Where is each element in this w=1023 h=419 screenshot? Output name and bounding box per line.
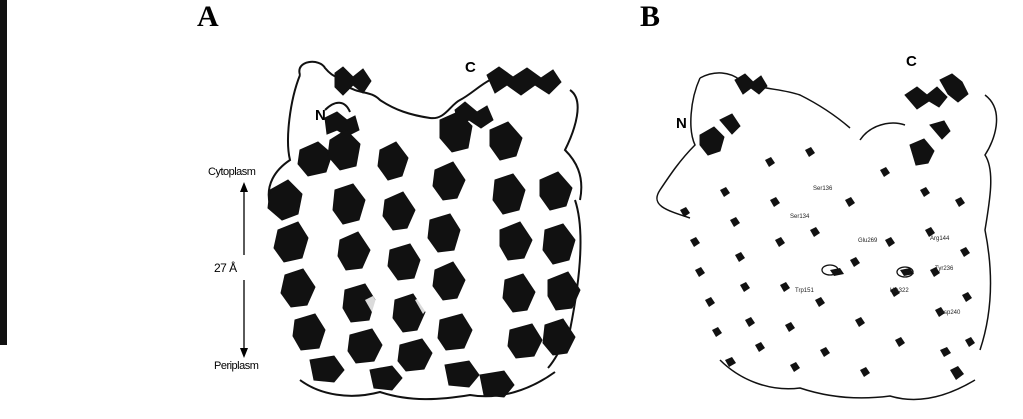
panel-a-ribbon-structure: [267, 60, 583, 401]
cytoplasm-label: Cytoplasm: [208, 166, 256, 178]
residue-label: Trp151: [795, 288, 814, 294]
panel-b-c-terminus: C: [906, 53, 917, 70]
residue-label: Asp240: [940, 310, 961, 316]
membrane-thickness-label: 27 Å: [214, 261, 237, 275]
panel-a-letter: A: [197, 0, 219, 33]
panel-a-n-terminus: N: [315, 107, 326, 124]
residue-label: His322: [890, 288, 909, 294]
panel-b-ribbon-structure: [656, 72, 998, 401]
residue-label: Tyr236: [935, 266, 954, 272]
membrane-thickness-arrow: [240, 182, 248, 358]
panel-b-n-terminus: N: [676, 115, 687, 132]
panel-b-letter: B: [640, 0, 661, 33]
residue-label: Arg144: [930, 236, 950, 242]
panel-a-c-terminus: C: [465, 59, 476, 76]
residue-label: Ser136: [813, 186, 833, 192]
periplasm-label: Periplasm: [214, 360, 259, 372]
left-edge-bar: [0, 0, 7, 345]
residue-label: Ser134: [790, 214, 810, 220]
residue-label: Glu269: [858, 238, 878, 244]
